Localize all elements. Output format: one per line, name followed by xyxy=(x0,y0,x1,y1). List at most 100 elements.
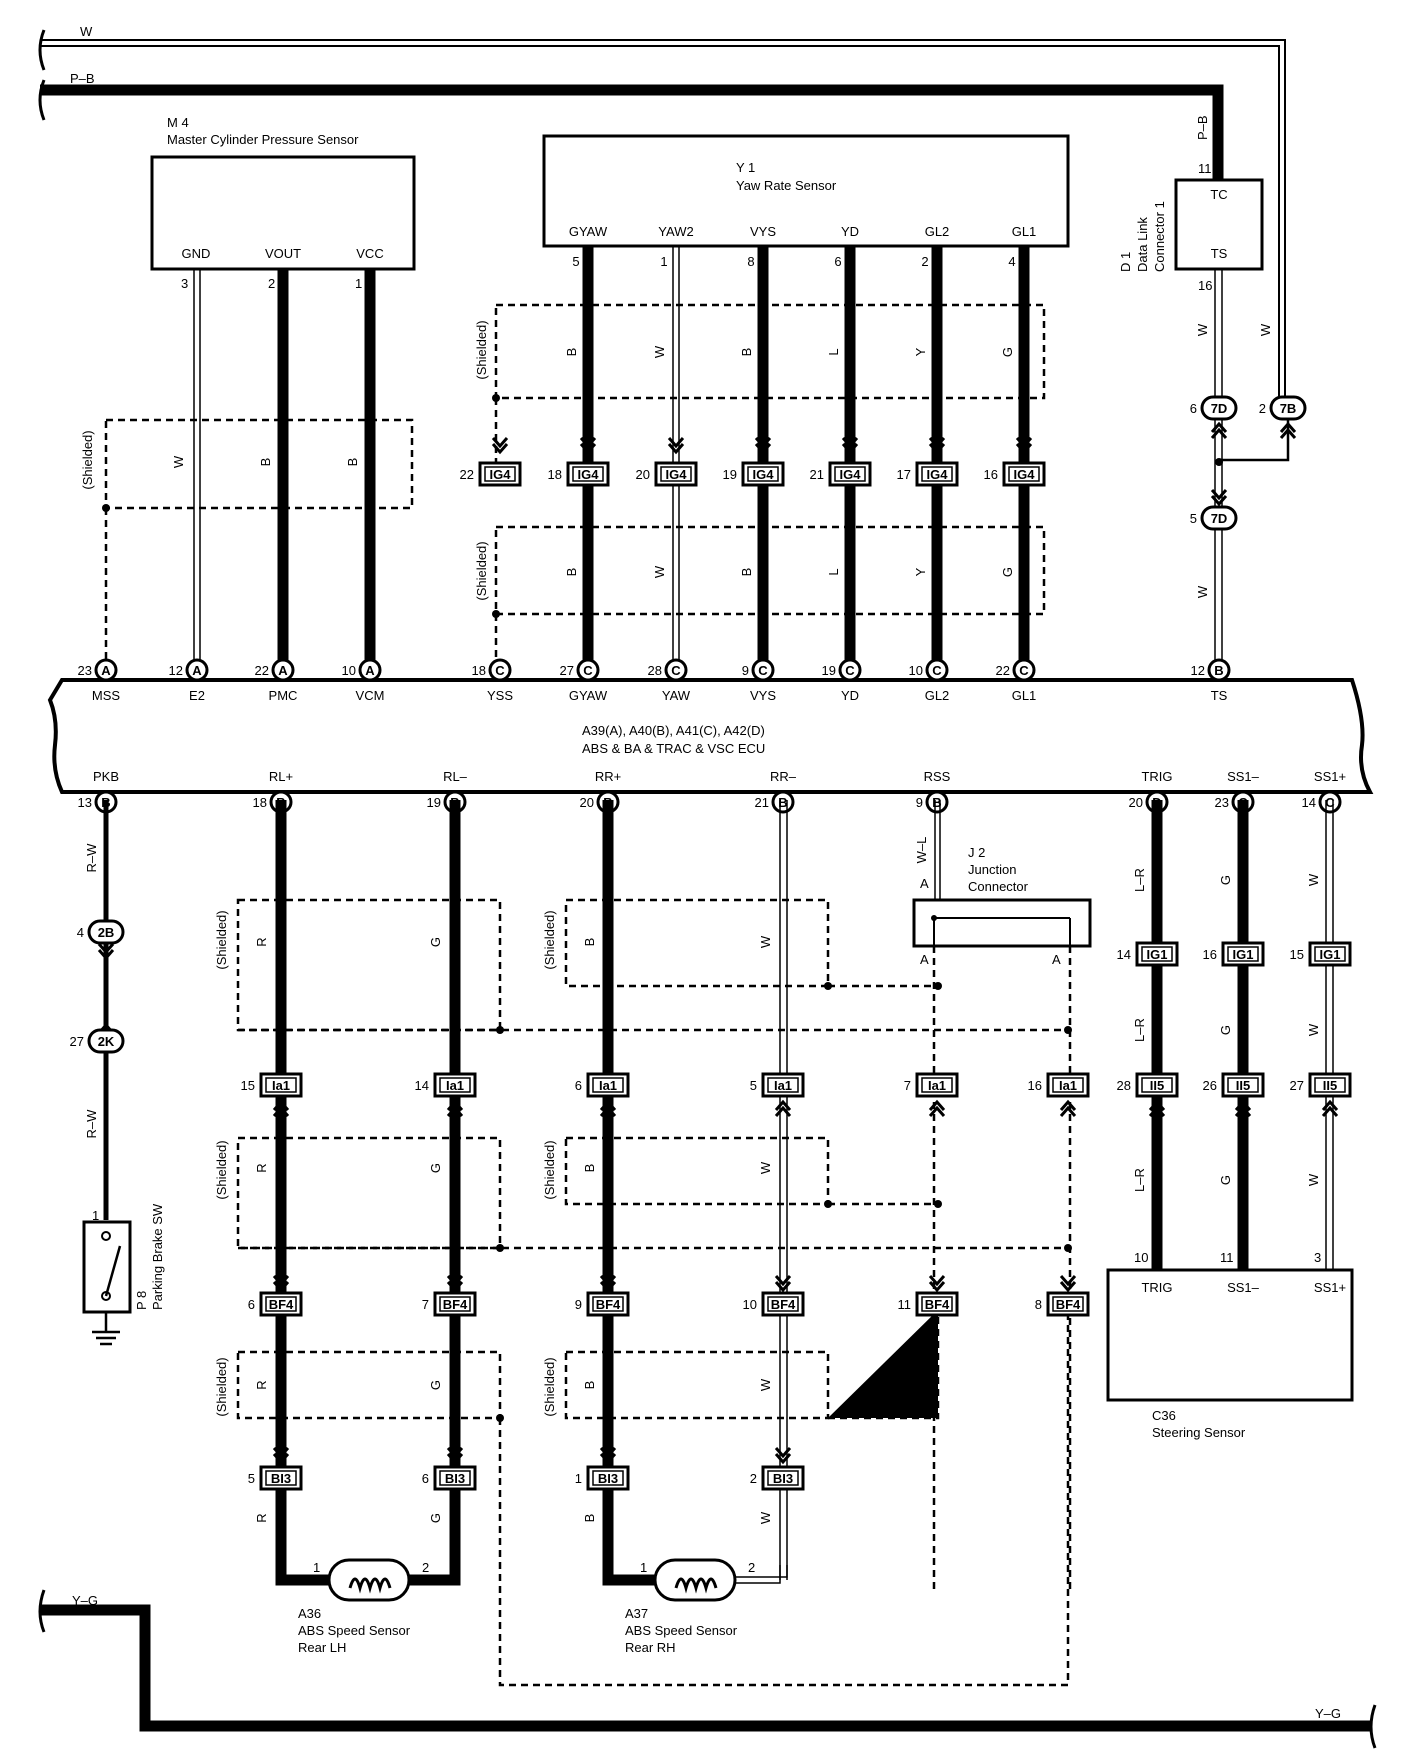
j7d-6-code: 7D xyxy=(1211,401,1228,416)
ii5-connector-1-pin: 26 xyxy=(1203,1078,1217,1093)
ii5-connector-2-pin: 27 xyxy=(1290,1078,1304,1093)
ia1-arrow xyxy=(599,1099,617,1111)
y1-pin-num-3: 6 xyxy=(834,254,841,269)
ecu-top-term-1-pin: 12 xyxy=(169,663,183,678)
bf4-connector-3-inner xyxy=(767,1296,799,1312)
j7d-6-pin: 6 xyxy=(1190,401,1197,416)
ecu-bot-term-3-pin: 20 xyxy=(580,795,594,810)
ii5-arrow xyxy=(1321,1105,1339,1117)
ii5-arrow xyxy=(1234,1099,1252,1111)
bf4-connector-3-code: BF4 xyxy=(771,1297,796,1312)
dlc-arrow xyxy=(1210,489,1228,501)
ig4-arrow xyxy=(579,437,597,449)
wire-color: R–W xyxy=(84,1109,99,1139)
ecu-bot-term-8-label: SS1+ xyxy=(1314,769,1346,784)
ecu-top-term-0-code: A xyxy=(101,663,111,678)
bf4-arrow xyxy=(446,1275,464,1287)
ecu-top-term-9-code: C xyxy=(932,663,942,678)
y1-id: Y 1 xyxy=(736,160,755,175)
ig4-connector-2-inner xyxy=(660,466,692,482)
pkb-arrow xyxy=(97,943,115,955)
yg-rail-right: Y–G xyxy=(1315,1706,1341,1721)
ig4-connector-3-code: IG4 xyxy=(753,467,775,482)
ecu-bot-term-8-pin: 14 xyxy=(1302,795,1316,810)
y1-pin-3: YD xyxy=(841,224,859,239)
ia1-connector-3-inner xyxy=(767,1077,799,1093)
bf4-connector-5-inner xyxy=(1052,1296,1084,1312)
ecu-top-term-8-ring xyxy=(838,658,862,682)
dlc-arrow xyxy=(1210,495,1228,507)
wire-color: L–R xyxy=(1132,868,1147,892)
bf4-connector-3-pin: 10 xyxy=(743,1297,757,1312)
wire-color: L–R xyxy=(1132,1018,1147,1042)
ig4-connector-1-pin: 18 xyxy=(548,467,562,482)
ecu-bot-term-1-label: RL+ xyxy=(269,769,293,784)
ia1-connector-0-code: Ia1 xyxy=(272,1078,290,1093)
ecu-top-term-10-pin: 22 xyxy=(996,663,1010,678)
d1-name1: Data Link xyxy=(1135,217,1150,272)
dlc-arrow xyxy=(1210,421,1228,433)
y1-pin-1: YAW2 xyxy=(658,224,693,239)
wire-color: B xyxy=(345,458,360,467)
ecu-top-term-7-ring xyxy=(751,658,775,682)
j7b-2-code: 7B xyxy=(1280,401,1297,416)
ecu-bot-term-7-pin: 23 xyxy=(1215,795,1229,810)
ecu-bot-term-3-label: RR+ xyxy=(595,769,621,784)
j2-pin: A xyxy=(920,952,929,967)
j7b-2-frame xyxy=(1269,395,1307,421)
ecu-bot-term-1-pin: 18 xyxy=(253,795,267,810)
y1-name: Yaw Rate Sensor xyxy=(736,178,837,193)
ig4-arrow xyxy=(1015,437,1033,449)
d1-pin-ts: TS xyxy=(1211,246,1228,261)
ia1-connector-2-code: Ia1 xyxy=(599,1078,617,1093)
ecu-top-term-11-pin: 12 xyxy=(1191,663,1205,678)
ig4-connector-6-code: IG4 xyxy=(1014,467,1036,482)
ecu-top-term-11-label: TS xyxy=(1211,688,1228,703)
ia1-arrow xyxy=(272,1105,290,1117)
y1-shield-label-2: (Shielded) xyxy=(474,541,489,600)
ig1-connector-2-code: IG1 xyxy=(1320,947,1341,962)
y1-wire-color-4: Y xyxy=(913,347,928,356)
ecu-title-1: A39(A), A40(B), A41(C), A42(D) xyxy=(582,723,765,738)
j7d-6: 7D 6 xyxy=(1190,395,1238,421)
ecu-top-term-8-label: YD xyxy=(841,688,859,703)
ia1-connector-5-pin: 16 xyxy=(1028,1078,1042,1093)
y1-wire-color-2: B xyxy=(739,348,754,357)
ig4-connector-0-pin: 22 xyxy=(460,467,474,482)
ecu-top-term-11-ring xyxy=(1207,658,1231,682)
wire-color: B xyxy=(582,1514,597,1523)
ecu-bot-term-0-pin: 13 xyxy=(78,795,92,810)
shield-label: (Shielded) xyxy=(214,1357,229,1416)
ecu-top-term-0-pin: 23 xyxy=(78,663,92,678)
ii5-arrow xyxy=(1234,1105,1252,1117)
bi3-arrow xyxy=(599,1453,617,1465)
ecu-top-term-5-code: C xyxy=(583,663,593,678)
ecu-bot-term-5-pin: 9 xyxy=(916,795,923,810)
m4-pin-num: 2 xyxy=(268,276,275,291)
wire-color: R xyxy=(254,1513,269,1522)
ig1-connector-1-code: IG1 xyxy=(1233,947,1254,962)
ecu-top-term-8-code: C xyxy=(845,663,855,678)
y1-pin-5: GL1 xyxy=(1012,224,1037,239)
bf4-connector-3: BF4 10 xyxy=(743,1291,805,1317)
bf4-connector-5-code: BF4 xyxy=(1056,1297,1081,1312)
ig4-arrow xyxy=(928,443,946,455)
wire-color: G xyxy=(428,937,443,947)
bi3-connector-3-inner xyxy=(767,1470,799,1486)
bf4-arrow xyxy=(774,1281,792,1293)
ia1-arrow xyxy=(774,1099,792,1111)
ig4-connector-5-inner xyxy=(921,466,953,482)
a36-pin-2: 2 xyxy=(422,1560,429,1575)
ig4-connector-6-inner xyxy=(1008,466,1040,482)
ia1-arrow xyxy=(1059,1099,1077,1111)
ia1-connector-4-pin: 7 xyxy=(904,1078,911,1093)
